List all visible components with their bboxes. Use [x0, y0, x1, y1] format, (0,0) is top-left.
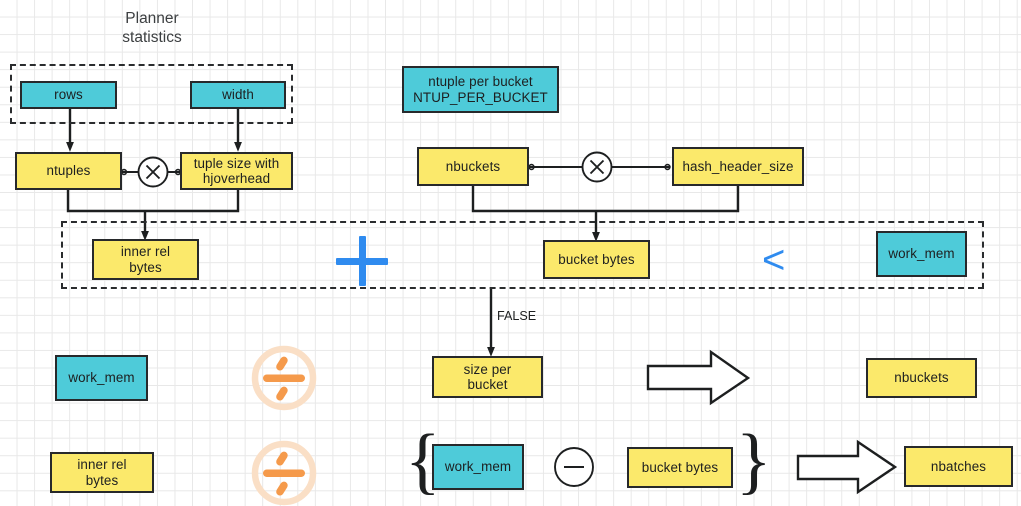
node-inner-rel-bytes-condition[interactable]: inner rel bytes — [92, 239, 199, 280]
node-nbuckets-result[interactable]: nbuckets — [866, 358, 977, 398]
node-ntuples[interactable]: ntuples — [15, 152, 122, 190]
node-hash-header-size[interactable]: hash_header_size — [672, 147, 804, 186]
node-work-mem-condition[interactable]: work_mem — [876, 231, 967, 277]
less-than-operator-icon: < — [762, 238, 786, 282]
node-width[interactable]: width — [190, 81, 286, 109]
node-inner-rel-bytes-row4[interactable]: inner rel bytes — [50, 452, 154, 493]
node-work-mem-row4[interactable]: work_mem — [432, 444, 524, 490]
node-bucket-bytes-condition[interactable]: bucket bytes — [543, 240, 650, 279]
node-nbatches-result[interactable]: nbatches — [904, 446, 1013, 487]
dashed-group-planner-statistics — [10, 64, 293, 124]
brace-close-icon: } — [736, 420, 772, 502]
page-title: Planner statistics — [122, 10, 182, 46]
node-tuple-size-with-hjoverhead[interactable]: tuple size with hjoverhead — [180, 152, 293, 190]
dashed-group-condition — [61, 221, 984, 289]
node-ntuple-per-bucket[interactable]: ntuple per bucket NTUP_PER_BUCKET — [402, 66, 559, 113]
edge-label-false: FALSE — [497, 309, 537, 323]
node-work-mem-row3[interactable]: work_mem — [55, 355, 148, 401]
node-size-per-bucket[interactable]: size per bucket — [432, 356, 543, 398]
brace-open-icon: { — [405, 420, 441, 502]
node-bucket-bytes-row4[interactable]: bucket bytes — [627, 447, 733, 488]
node-nbuckets-top[interactable]: nbuckets — [417, 147, 529, 186]
plus-operator-icon — [336, 236, 388, 286]
node-rows[interactable]: rows — [20, 81, 117, 109]
